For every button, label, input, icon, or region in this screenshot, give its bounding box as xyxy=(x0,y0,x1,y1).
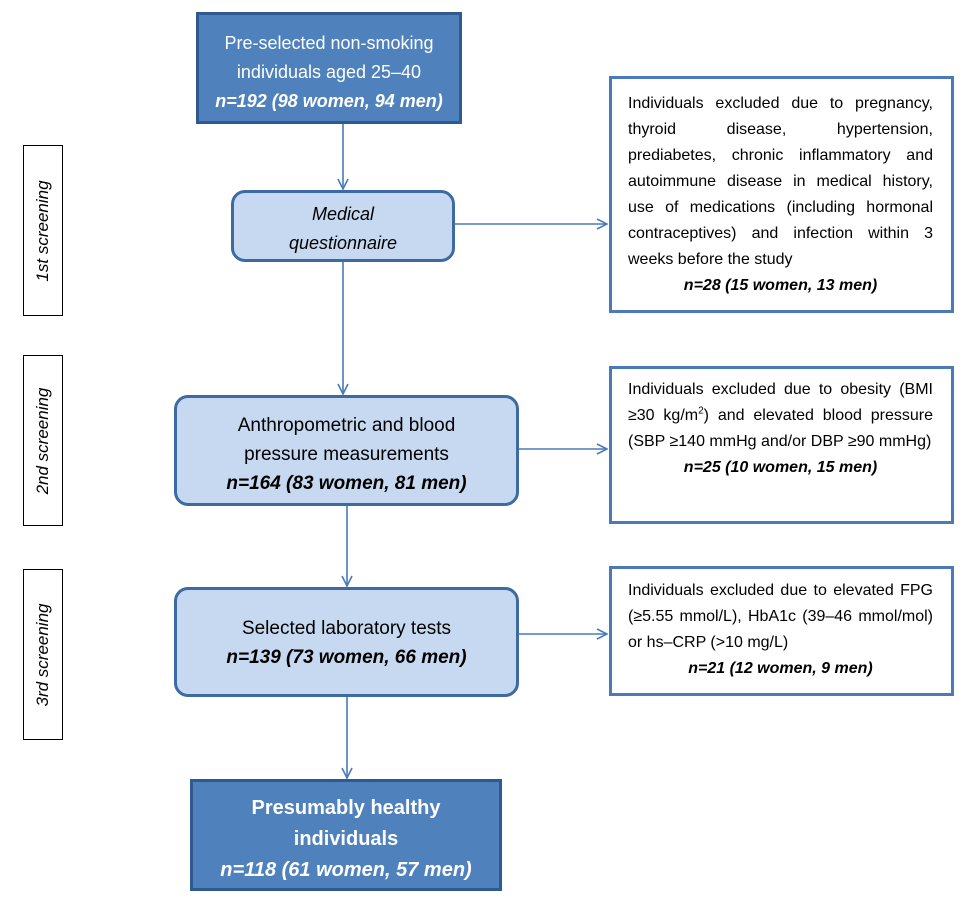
questionnaire-line-2: questionnaire xyxy=(288,233,398,253)
laboratory-line-1: Selected laboratory tests xyxy=(241,618,452,639)
exclusion-2-text-before: Individuals excluded due to obesity (BMI… xyxy=(628,381,933,424)
exclusion-1-count: n=28 (15 women, 13 men) xyxy=(683,277,878,294)
start-line-2: individuals aged 25–40 xyxy=(236,62,422,82)
anthropometric-measurements-box: Anthropometric and blood pressure measur… xyxy=(174,395,519,506)
anthropometric-line-2: pressure measurements xyxy=(244,444,449,465)
exclusion-3-count: n=21 (12 women, 9 men) xyxy=(688,660,873,677)
anthropometric-count: n=164 (83 women, 81 men) xyxy=(226,473,467,494)
final-count: n=118 (61 women, 57 men) xyxy=(220,859,472,881)
exclusion-box-third-screening: Individuals excluded due to elevated FPG… xyxy=(609,566,954,696)
third-screening-text: 3rd screening xyxy=(33,602,52,707)
exclusion-box-first-screening: Individuals excluded due to pregnancy, t… xyxy=(609,76,954,313)
exclusion-2-text-after: ) and elevated blood pressure (SBP ≥140 … xyxy=(628,407,933,450)
second-screening-text: 2nd screening xyxy=(33,387,52,494)
third-screening-label: 3rd screening xyxy=(23,569,63,740)
start-count: n=192 (98 women, 94 men) xyxy=(215,91,443,111)
final-line-2: individuals xyxy=(293,828,399,850)
preselected-individuals-box: Pre-selected non-smoking individuals age… xyxy=(196,12,462,124)
final-line-1: Presumably healthy xyxy=(251,797,441,819)
questionnaire-line-1: Medical xyxy=(311,204,375,224)
exclusion-2-count: n=25 (10 women, 15 men) xyxy=(683,459,878,476)
exclusion-2-superscript: 2 xyxy=(698,405,704,417)
anthropometric-line-1: Anthropometric and blood xyxy=(237,415,456,436)
second-screening-label: 2nd screening xyxy=(23,355,63,526)
first-screening-text: 1st screening xyxy=(33,179,52,282)
medical-questionnaire-box: Medical questionnaire xyxy=(231,190,455,262)
healthy-individuals-box: Presumably healthy individuals n=118 (61… xyxy=(190,779,502,891)
first-screening-label: 1st screening xyxy=(23,145,63,316)
laboratory-tests-box: Selected laboratory tests n=139 (73 wome… xyxy=(174,587,519,697)
start-line-1: Pre-selected non-smoking xyxy=(224,33,434,53)
laboratory-count: n=139 (73 women, 66 men) xyxy=(226,647,467,668)
exclusion-3-text: Individuals excluded due to elevated FPG… xyxy=(628,582,933,651)
exclusion-1-text: Individuals excluded due to pregnancy, t… xyxy=(628,95,933,268)
exclusion-box-second-screening: Individuals excluded due to obesity (BMI… xyxy=(609,366,954,524)
